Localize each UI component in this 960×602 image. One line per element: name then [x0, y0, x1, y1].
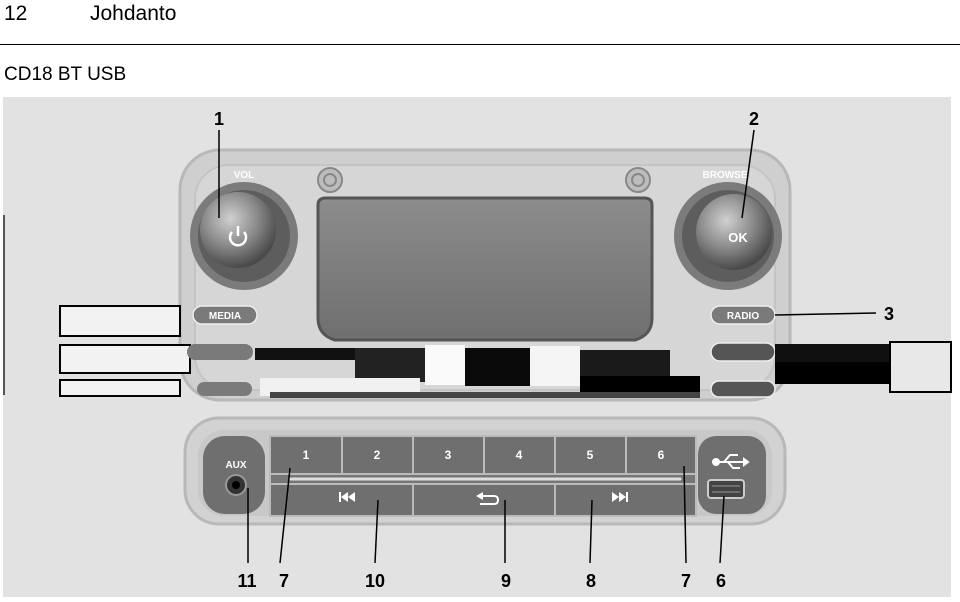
preset-button-2[interactable] [341, 435, 414, 475]
usb-port[interactable] [707, 479, 745, 499]
seek-forward-button[interactable] [554, 483, 697, 517]
aux-label: AUX [225, 460, 246, 471]
display-screen [316, 196, 654, 342]
radio-label: RADIO [727, 311, 759, 322]
screw-right [625, 167, 651, 193]
callout-11: 11 [237, 571, 256, 591]
preset-label-5: 5 [587, 448, 594, 462]
preset-button-3[interactable] [412, 435, 485, 475]
preset-buttons: 1 2 3 4 5 6 [269, 435, 697, 475]
usb-panel [698, 436, 766, 514]
skip-forward-icon [612, 492, 628, 502]
chapter-title: Johdanto [90, 2, 177, 25]
media-label: MEDIA [209, 311, 241, 322]
browse-label: BROWSE [703, 170, 748, 181]
preset-button-5[interactable] [554, 435, 627, 475]
callout-2: 2 [749, 109, 759, 129]
preset-label-1: 1 [303, 448, 310, 462]
page-number: 12 [4, 2, 28, 25]
section-title: CD18 BT USB [4, 64, 127, 85]
callout-1: 1 [214, 109, 224, 129]
callout-10: 10 [365, 571, 385, 591]
callout-9: 9 [501, 571, 511, 591]
ok-label: OK [728, 230, 748, 245]
callout-leaders [218, 129, 877, 564]
callout-3: 3 [884, 304, 894, 324]
usb-icon [712, 454, 750, 469]
screw-left [317, 167, 343, 193]
callout-8: 8 [586, 571, 596, 591]
skip-back-icon [339, 492, 355, 502]
seek-back-button[interactable] [269, 483, 414, 517]
scan-artifact-bands [59, 305, 952, 398]
back-button[interactable] [412, 483, 556, 517]
callout-7-left: 7 [279, 571, 289, 591]
vol-label: VOL [234, 170, 255, 181]
return-arrow-icon [476, 492, 500, 505]
media-button[interactable] [192, 305, 258, 325]
preset-label-4: 4 [516, 448, 523, 462]
browse-knob[interactable] [696, 194, 772, 270]
callout-6: 6 [716, 571, 726, 591]
preset-label-6: 6 [658, 448, 665, 462]
callout-7-right: 7 [681, 571, 691, 591]
preset-label-2: 2 [374, 448, 381, 462]
header-rule [0, 44, 960, 45]
preset-label-3: 3 [445, 448, 452, 462]
preset-button-4[interactable] [483, 435, 556, 475]
power-icon [228, 226, 248, 247]
